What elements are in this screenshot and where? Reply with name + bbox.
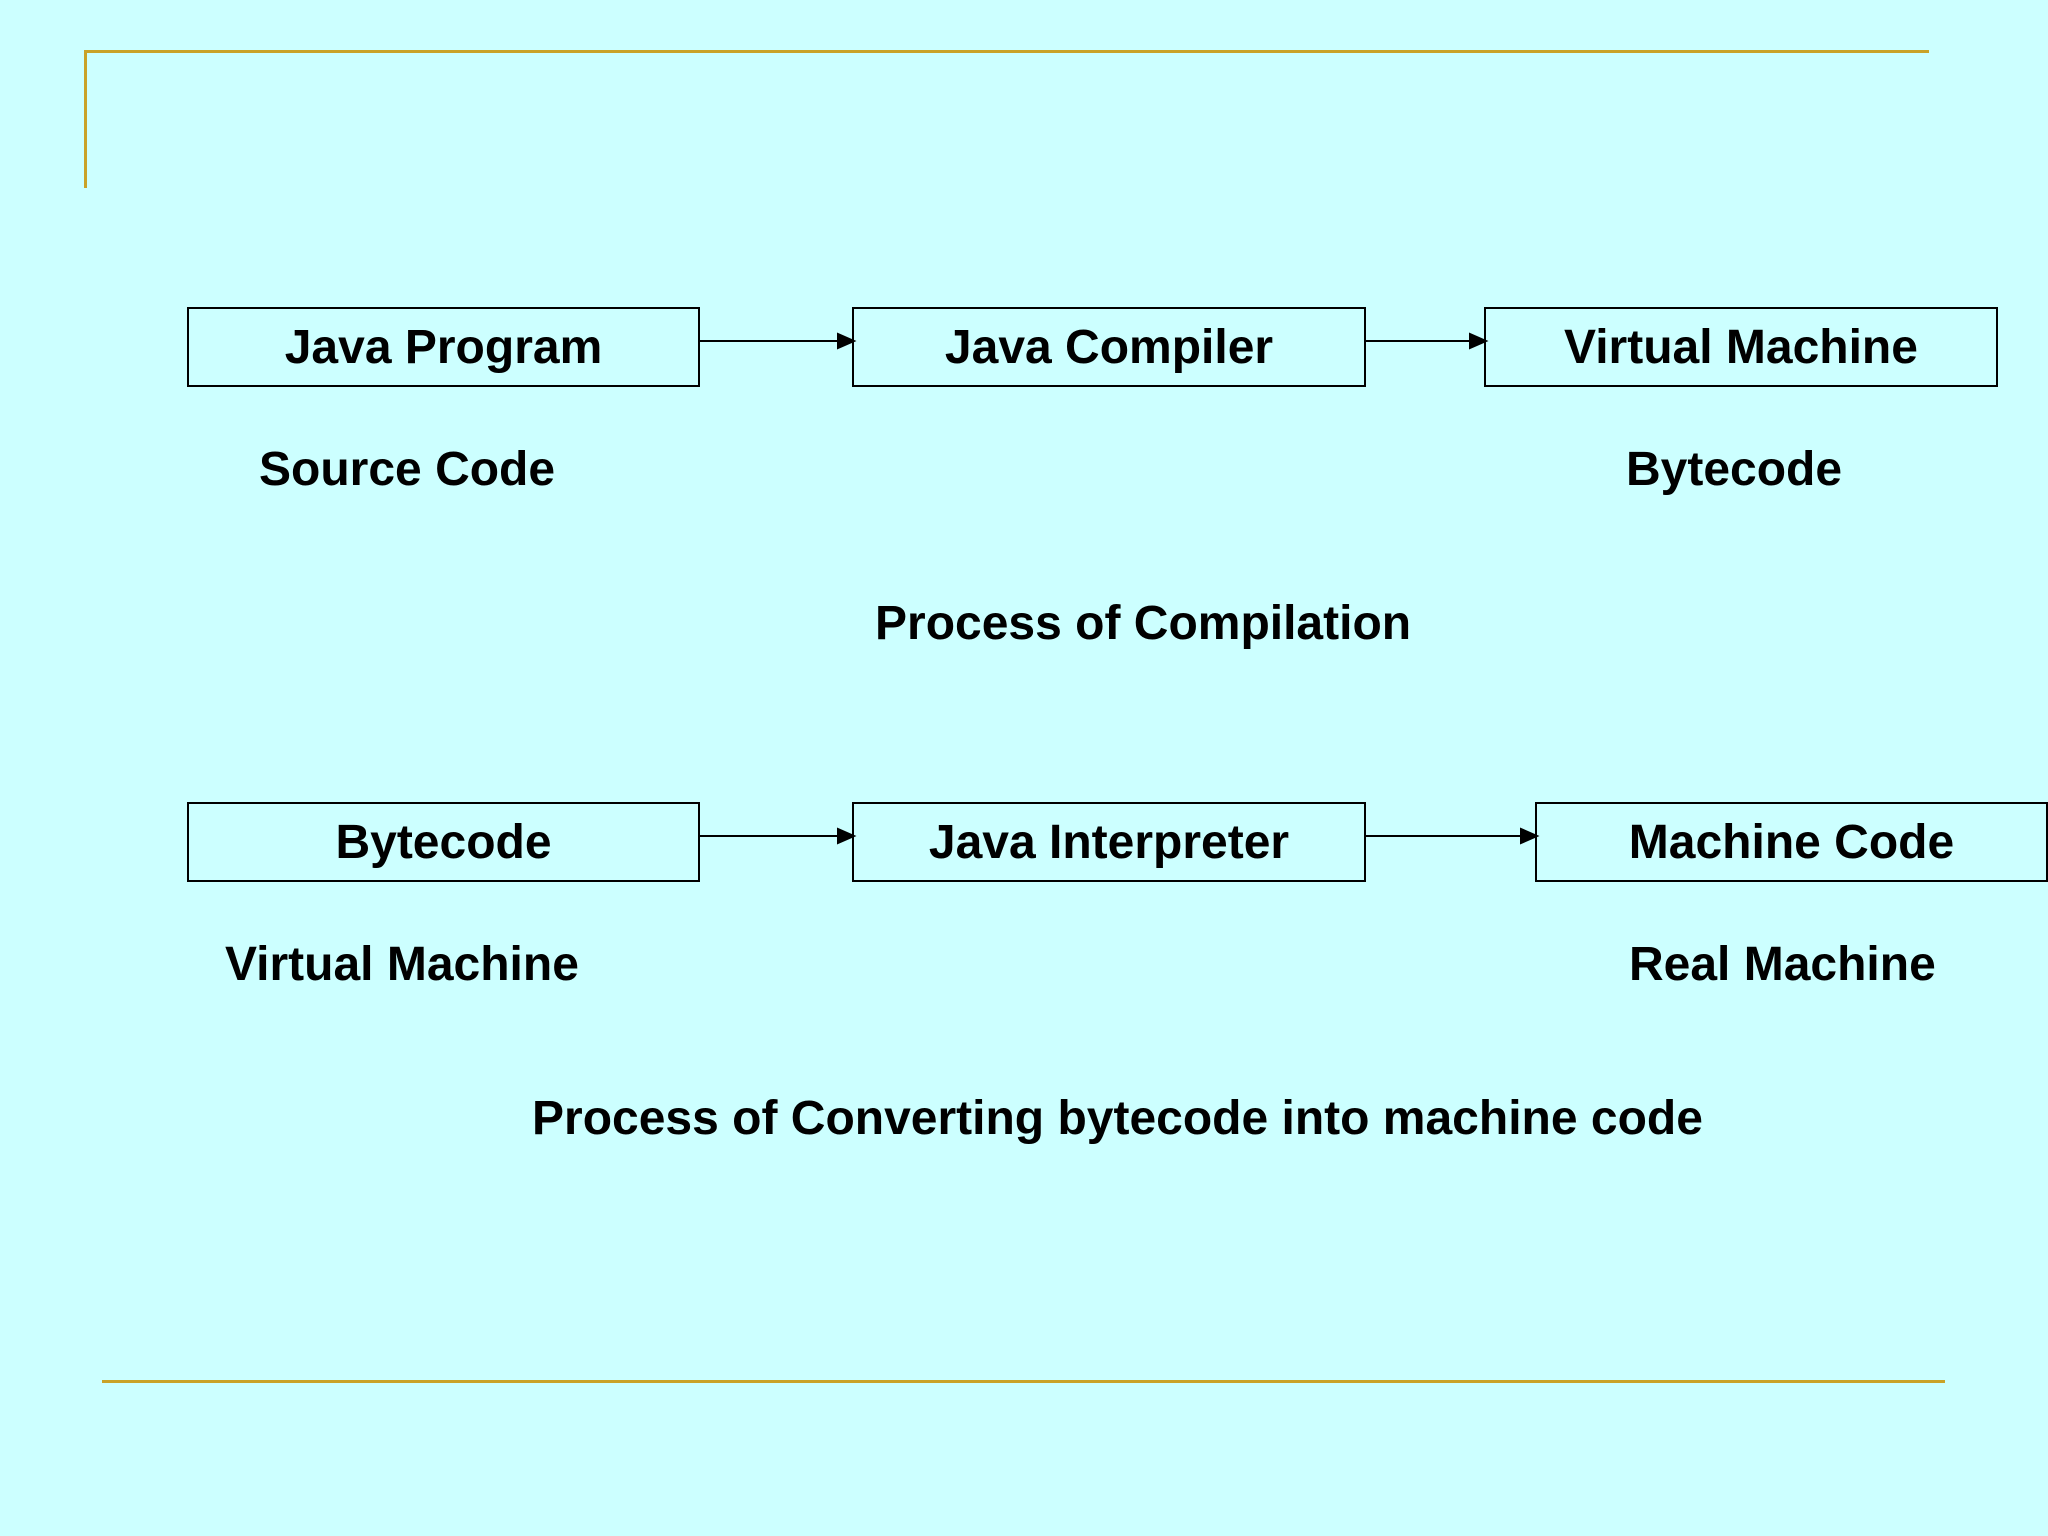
- real-machine-caption: Real Machine: [1629, 938, 1936, 991]
- java-interpreter-box: Java Interpreter: [852, 802, 1366, 882]
- compilation-title: Process of Compilation: [875, 597, 1412, 650]
- virtual-machine-box: Virtual Machine: [1484, 307, 1998, 387]
- top-rule: [84, 50, 1929, 53]
- source-code-caption: Source Code: [259, 443, 556, 496]
- arrowhead-icon: [837, 827, 857, 845]
- bytecode-box: Bytecode: [187, 802, 700, 882]
- interpretation-title: Process of Converting bytecode into mach…: [532, 1092, 1703, 1145]
- left-rule: [84, 50, 87, 188]
- arrowhead-icon: [1469, 332, 1489, 350]
- bottom-rule: [102, 1380, 1945, 1383]
- virtual-machine-caption: Virtual Machine: [225, 938, 579, 991]
- java-program-box: Java Program: [187, 307, 700, 387]
- machine-code-box: Machine Code: [1535, 802, 2048, 882]
- java-compiler-box: Java Compiler: [852, 307, 1366, 387]
- arrowhead-icon: [837, 332, 857, 350]
- arrowhead-icon: [1520, 827, 1540, 845]
- bytecode-caption: Bytecode: [1626, 443, 1843, 496]
